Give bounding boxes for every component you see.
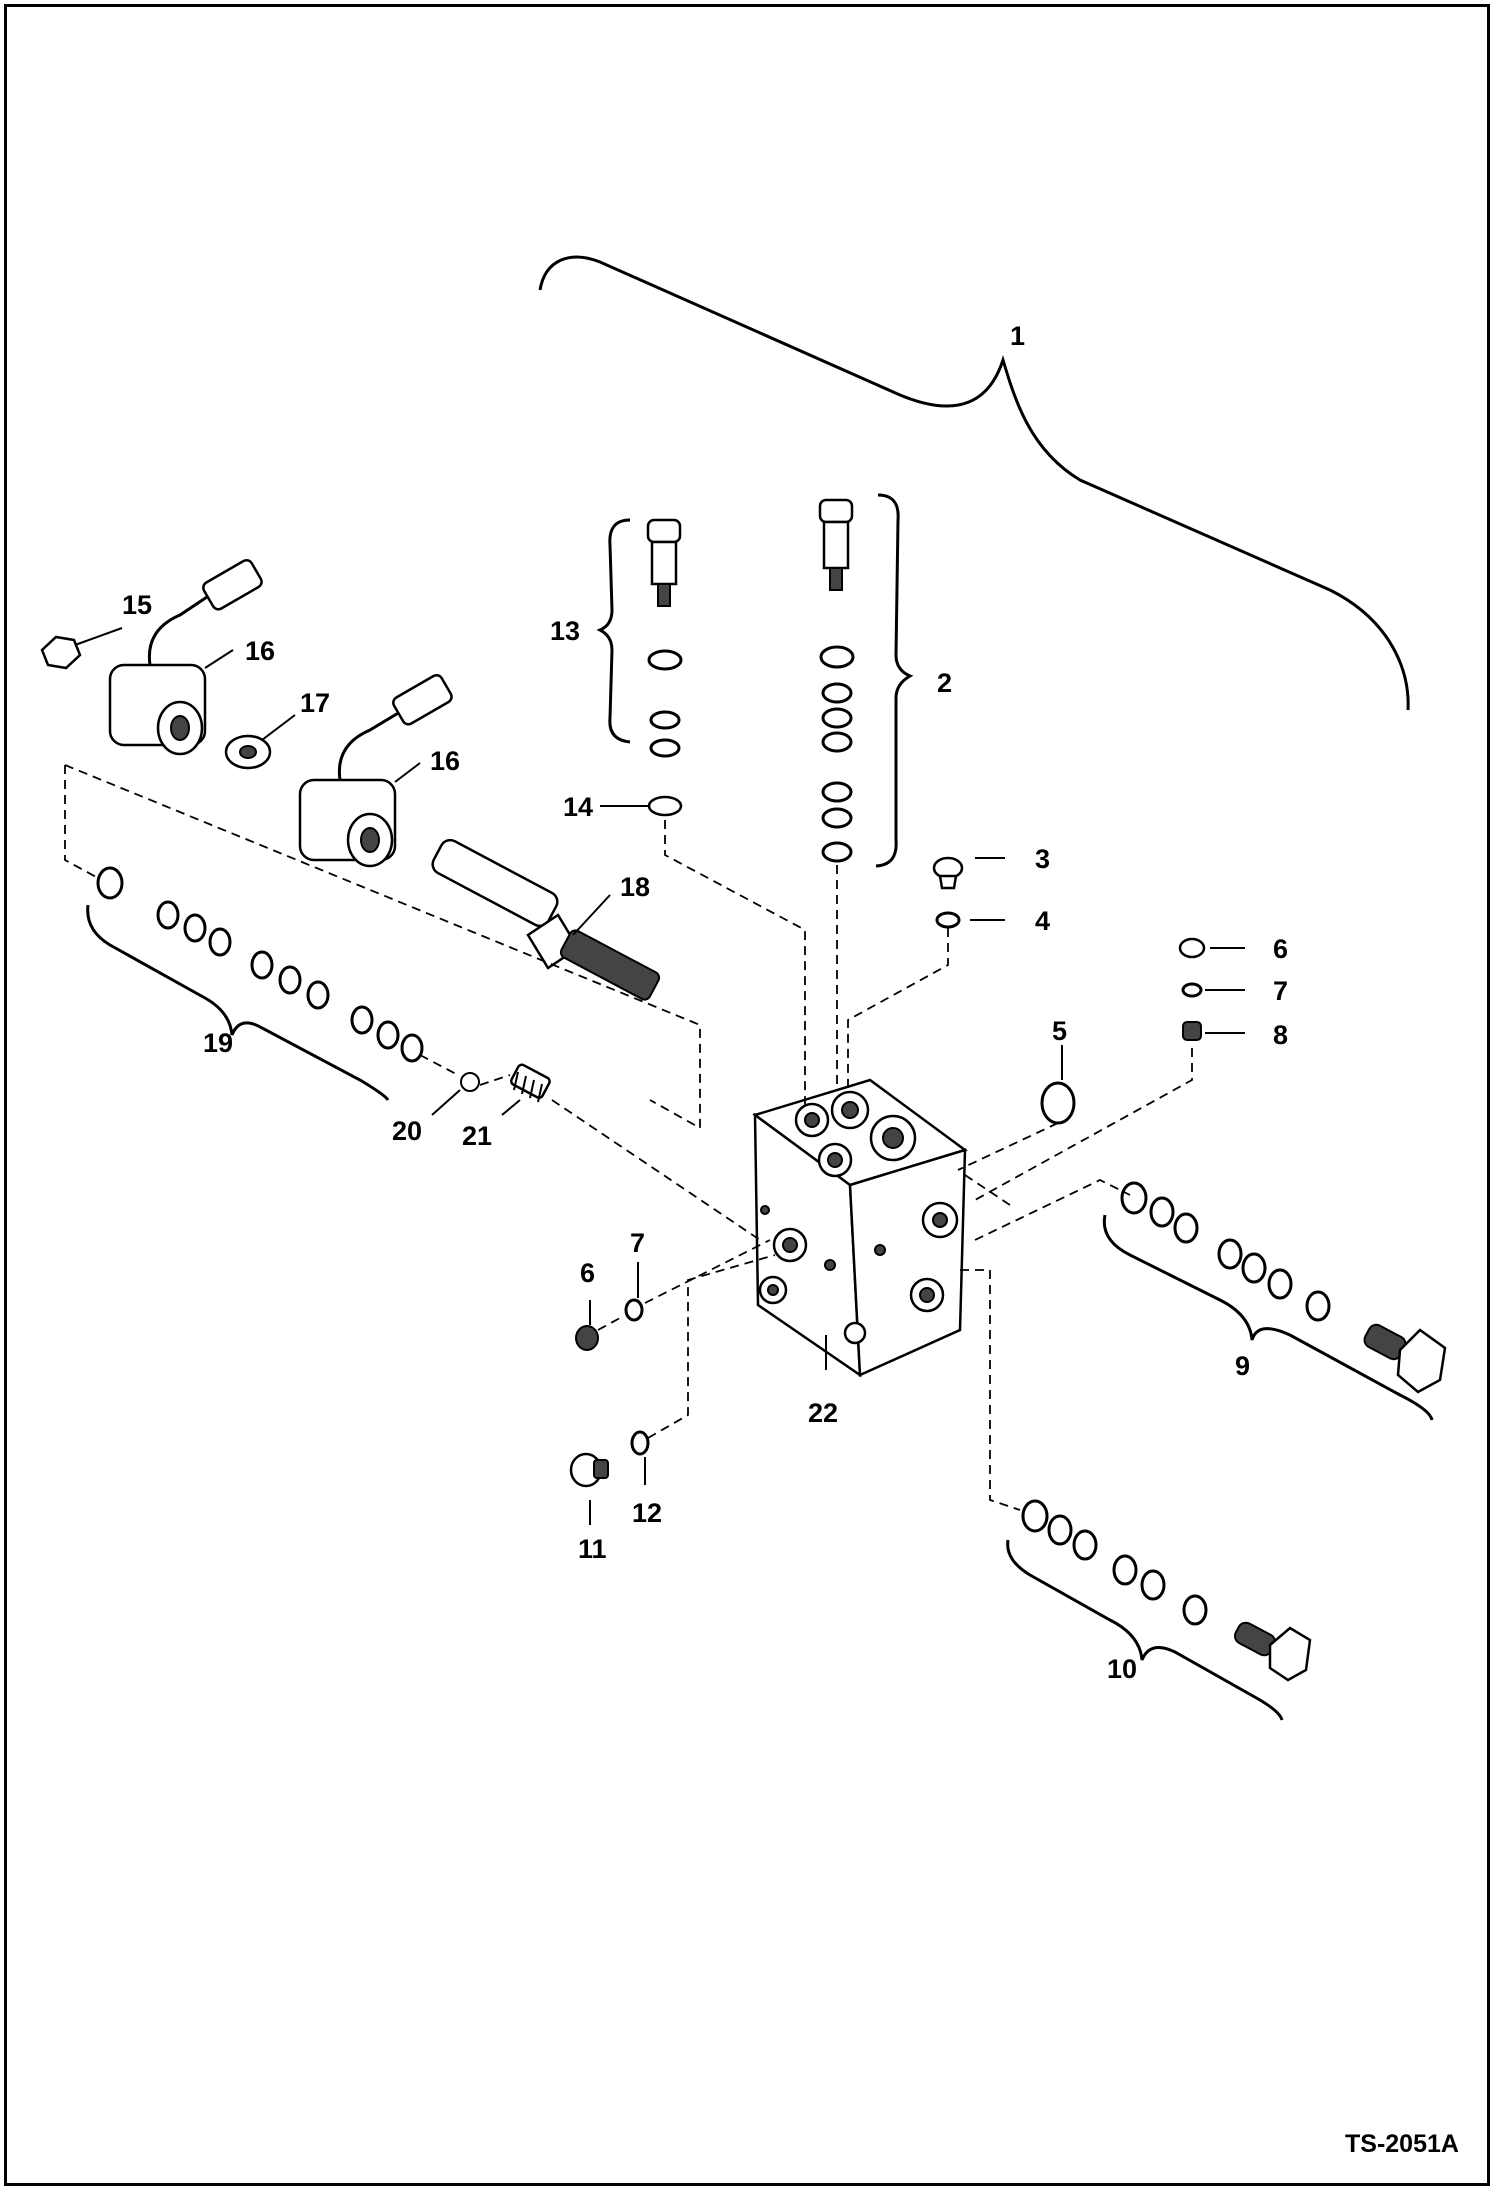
callout-1: 1 bbox=[1010, 321, 1025, 351]
callout-11: 11 bbox=[578, 1534, 607, 1564]
fitting-9-seals bbox=[1120, 1181, 1331, 1322]
callout-3: 3 bbox=[1035, 844, 1050, 874]
seal-13a bbox=[647, 649, 683, 671]
brace-9 bbox=[1102, 1214, 1434, 1421]
ball-20 bbox=[460, 1072, 480, 1092]
callout-12: 12 bbox=[632, 1498, 662, 1528]
fitting-10-seals bbox=[1021, 1499, 1208, 1626]
cap-14 bbox=[647, 795, 683, 817]
nut-15 bbox=[40, 635, 82, 670]
plug-6-lower bbox=[575, 1325, 599, 1351]
seal-5 bbox=[1040, 1081, 1076, 1125]
seal-2c bbox=[821, 707, 853, 729]
seal-2a bbox=[819, 645, 855, 669]
callout-6-upper: 6 bbox=[1273, 934, 1288, 964]
callout-13: 13 bbox=[550, 616, 580, 646]
leader-lines bbox=[74, 627, 1245, 1525]
brace-13 bbox=[596, 518, 631, 744]
seal-2b bbox=[821, 682, 853, 704]
figure-id: TS-2051A bbox=[1345, 2130, 1459, 2158]
callout-10: 10 bbox=[1107, 1654, 1137, 1684]
seal-7-lower bbox=[624, 1298, 644, 1322]
solenoid-coil-lower bbox=[298, 673, 453, 868]
plug-8 bbox=[1182, 1021, 1202, 1041]
callout-15: 15 bbox=[122, 590, 152, 620]
brace-2 bbox=[875, 493, 914, 868]
callout-18: 18 bbox=[620, 872, 650, 902]
seal-13c bbox=[649, 738, 681, 758]
brace-assembly bbox=[538, 255, 1410, 711]
seal-4 bbox=[935, 911, 961, 929]
callout-8: 8 bbox=[1273, 1020, 1288, 1050]
seal-kit-19 bbox=[96, 866, 424, 1063]
spring-21 bbox=[509, 1063, 551, 1103]
callout-16-upper: 16 bbox=[245, 636, 275, 666]
assembly-lines bbox=[64, 764, 1193, 1511]
plug-6-upper bbox=[1178, 937, 1206, 959]
fitting-9 bbox=[1363, 1323, 1447, 1394]
callout-7-lower: 7 bbox=[630, 1228, 645, 1258]
relief-cartridge-right bbox=[818, 498, 854, 591]
callout-14: 14 bbox=[563, 792, 593, 822]
seal-2f bbox=[821, 807, 853, 829]
callout-9: 9 bbox=[1235, 1351, 1250, 1381]
brace-19 bbox=[86, 904, 390, 1101]
valve-block bbox=[752, 1078, 968, 1378]
seal-13b bbox=[649, 710, 681, 730]
callout-16-lower: 16 bbox=[430, 746, 460, 776]
callout-20: 20 bbox=[392, 1116, 422, 1146]
brace-10 bbox=[1006, 1539, 1284, 1721]
relief-cartridge-left bbox=[646, 518, 682, 607]
callout-4: 4 bbox=[1035, 906, 1050, 936]
seal-12 bbox=[630, 1430, 650, 1456]
seal-7-upper bbox=[1181, 982, 1203, 998]
callout-5: 5 bbox=[1052, 1016, 1067, 1046]
seal-2e bbox=[821, 781, 853, 803]
callout-22: 22 bbox=[808, 1398, 838, 1428]
solenoid-coil-upper bbox=[108, 558, 263, 756]
solenoid-valve-18 bbox=[431, 838, 661, 1001]
callout-2: 2 bbox=[937, 668, 952, 698]
callout-17: 17 bbox=[300, 688, 330, 718]
callout-19: 19 bbox=[203, 1028, 233, 1058]
callout-7-upper: 7 bbox=[1273, 976, 1288, 1006]
drawing-frame bbox=[4, 4, 1490, 2186]
seal-2d bbox=[821, 731, 853, 753]
fitting-10 bbox=[1233, 1621, 1312, 1682]
callout-6-lower: 6 bbox=[580, 1258, 595, 1288]
seal-2g bbox=[821, 841, 853, 863]
callout-21: 21 bbox=[462, 1121, 492, 1151]
